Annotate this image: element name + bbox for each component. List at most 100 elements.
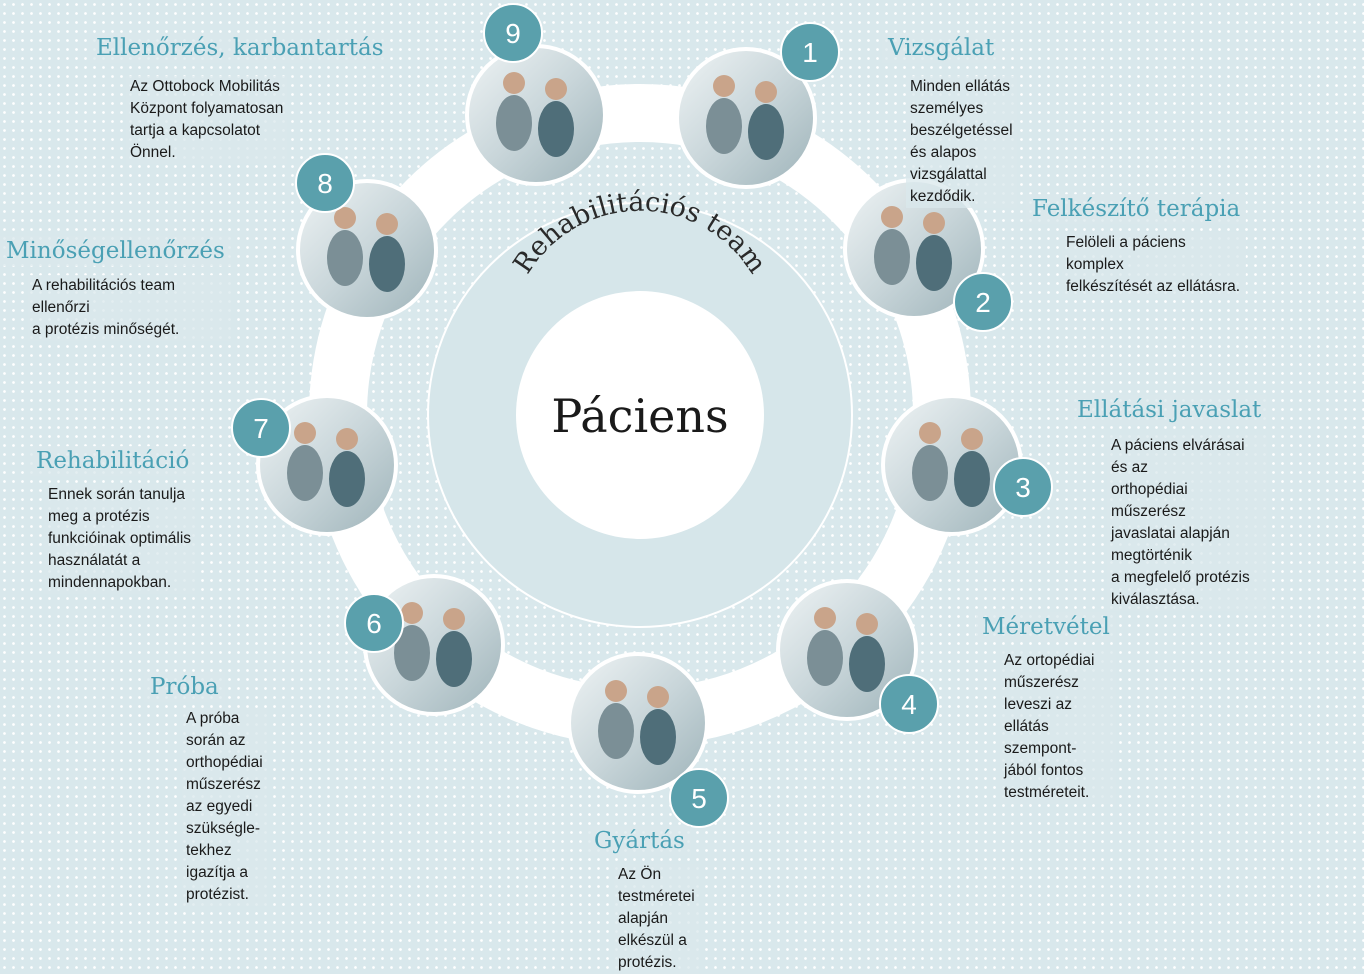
step-photo — [885, 398, 1019, 532]
person-figure — [538, 101, 574, 157]
step-title: Ellenőrzés, karbantartás — [90, 33, 390, 63]
person-figure — [814, 607, 836, 629]
step-number-badge — [295, 153, 355, 213]
person-figure — [436, 631, 472, 687]
step-description: A próba során az orthopédiai műszerész a… — [182, 708, 267, 906]
step-title: Minőségellenőrzés — [0, 236, 231, 266]
step-number-badge — [780, 22, 840, 82]
person-figure — [706, 98, 742, 154]
step-8-label: Minőségellenőrzés A rehabilitációs team … — [0, 236, 231, 341]
cycle-arrow — [596, 84, 648, 142]
person-figure — [954, 451, 990, 507]
person-figure — [856, 613, 878, 635]
step-photo — [469, 48, 603, 182]
step-number: 5 — [691, 783, 707, 814]
person-figure — [287, 445, 323, 501]
step-1-node: 1 — [675, 22, 840, 189]
step-title: Gyártás — [588, 826, 691, 856]
person-figure — [919, 422, 941, 444]
step-number: 6 — [366, 608, 382, 639]
person-figure — [545, 78, 567, 100]
step-photo — [260, 398, 394, 532]
step-photo — [571, 656, 705, 790]
person-figure — [369, 236, 405, 292]
step-5-node: 5 — [567, 652, 729, 828]
person-figure — [874, 229, 910, 285]
person-figure — [443, 608, 465, 630]
step-number-badge — [483, 3, 543, 63]
step-number: 2 — [975, 287, 991, 318]
step-number-badge — [993, 457, 1053, 517]
person-figure — [849, 636, 885, 692]
step-title: Méretvétel — [976, 612, 1116, 642]
person-figure — [334, 207, 356, 229]
person-figure — [912, 445, 948, 501]
step-number: 9 — [505, 18, 521, 49]
step-number: 1 — [802, 37, 818, 68]
step-description: Az Ön testméretei alapján elkészül a pro… — [614, 864, 699, 974]
step-9-node: 9 — [465, 3, 607, 186]
step-description: A rehabilitációs team ellenőrzi a protéz… — [28, 275, 231, 341]
patient-circle — [516, 291, 764, 539]
step-photo — [679, 51, 813, 185]
step-number: 3 — [1015, 472, 1031, 503]
person-figure — [647, 686, 669, 708]
person-figure — [748, 104, 784, 160]
person-figure — [916, 235, 952, 291]
person-figure — [376, 213, 398, 235]
step-description: Minden ellátás személyes beszélgetéssel … — [906, 76, 1017, 208]
person-figure — [503, 72, 525, 94]
step-title: Próba — [144, 672, 225, 702]
step-number-badge — [879, 674, 939, 734]
person-figure — [336, 428, 358, 450]
person-figure — [401, 602, 423, 624]
step-photo — [300, 183, 434, 317]
step-description: Az ortopédiai műszerész leveszi az ellát… — [1000, 650, 1116, 804]
step-description: Az Ottobock Mobilitás Központ folyamatos… — [126, 76, 288, 164]
person-figure — [755, 81, 777, 103]
step-description: A páciens elvárásai és az orthopédiai mű… — [1107, 435, 1268, 611]
person-figure — [640, 709, 676, 765]
step-photo — [847, 182, 981, 316]
step-7-label: Rehabilitáció Ennek során tanulja meg a … — [30, 446, 196, 594]
step-9-label: Ellenőrzés, karbantartás Az Ottobock Mob… — [90, 33, 390, 164]
step-2-label: Felkészítő terápia Felöleli a páciens ko… — [1026, 194, 1247, 298]
patient-label: Páciens — [551, 389, 728, 443]
person-figure — [496, 95, 532, 151]
step-number-badge — [953, 272, 1013, 332]
step-4-node: 4 — [776, 579, 939, 734]
step-title: Ellátási javaslat — [1071, 395, 1268, 425]
person-figure — [605, 680, 627, 702]
step-8-node: 8 — [295, 153, 438, 321]
step-number-badge — [344, 593, 404, 653]
step-title: Rehabilitáció — [30, 446, 196, 476]
person-figure — [598, 703, 634, 759]
step-1-label: Vizsgálat Minden ellátás személyes beszé… — [882, 33, 1017, 208]
step-6-label: Próba A próba során az orthopédiai műsze… — [144, 672, 267, 906]
person-figure — [294, 422, 316, 444]
step-photo — [780, 583, 914, 717]
step-number: 8 — [317, 168, 333, 199]
step-number: 4 — [901, 689, 917, 720]
step-2-node: 2 — [843, 178, 1013, 332]
step-title: Felkészítő terápia — [1026, 194, 1247, 224]
step-3-label: Ellátási javaslat A páciens elvárásai és… — [1071, 395, 1268, 611]
person-figure — [329, 451, 365, 507]
step-4-label: Méretvétel Az ortopédiai műszerész leves… — [976, 612, 1116, 804]
step-number: 7 — [253, 413, 269, 444]
person-figure — [394, 625, 430, 681]
step-3-node: 3 — [881, 394, 1053, 536]
person-figure — [327, 230, 363, 286]
step-title: Vizsgálat — [882, 33, 1001, 63]
person-figure — [807, 630, 843, 686]
step-5-label: Gyártás Az Ön testméretei alapján elkész… — [588, 826, 699, 974]
step-6-node: 6 — [344, 574, 505, 716]
person-figure — [961, 428, 983, 450]
person-figure — [881, 206, 903, 228]
step-number-badge — [231, 398, 291, 458]
step-description: Felöleli a páciens komplex felkészítését… — [1062, 232, 1247, 298]
step-number-badge — [669, 768, 729, 828]
person-figure — [923, 212, 945, 234]
step-description: Ennek során tanulja meg a protézis funkc… — [44, 484, 196, 594]
